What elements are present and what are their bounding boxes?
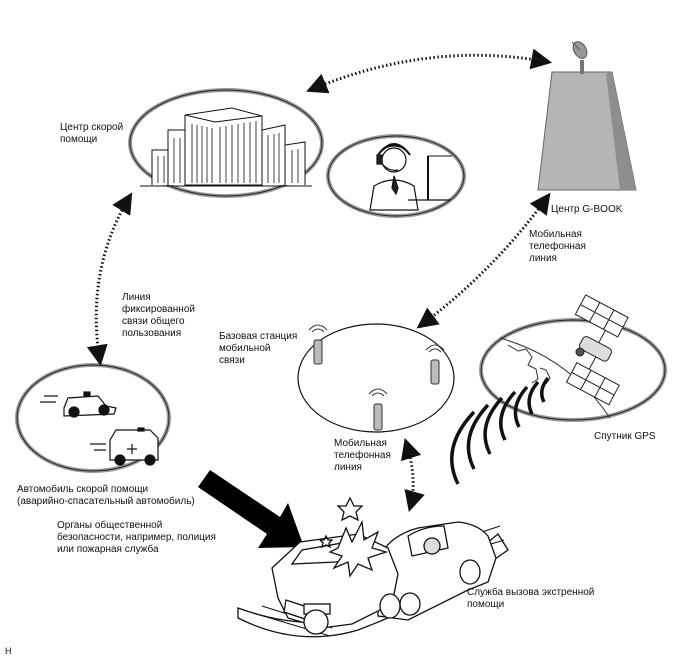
emergency-vehicles-node [15,363,171,473]
gbook-center-node [537,41,637,191]
link-base-car [401,437,425,513]
label-corner-mark: H [5,646,12,656]
building-icon [140,107,312,187]
gps-node [450,294,667,485]
connections [86,48,553,513]
signal-waves-icon [450,376,550,485]
arrow-icon [198,470,304,548]
ambulance-icon [90,427,159,466]
operator-icon [369,143,452,211]
base-station-node [297,323,455,433]
earth-icon [499,337,611,419]
label-gps-satellite: Спутник GPS [594,431,656,442]
link-gbook-base [416,192,551,329]
satellite-icon [565,294,629,406]
ambulance-center-node [128,88,324,198]
antenna-icon [571,41,588,59]
tower-icon [313,339,440,431]
operator-node [326,134,466,218]
police-car-icon [40,391,117,418]
tower-icon [537,60,637,191]
label-ambulance-vehicle: Автомобиль скорой помощи(аварийно-спасат… [17,483,195,507]
crashed-cars-icon [237,496,509,638]
label-gbook-center: Центр G-BOOK [551,204,623,215]
link-ambulance-gbook [306,48,553,94]
link-ambulance-vehicles [86,192,133,367]
